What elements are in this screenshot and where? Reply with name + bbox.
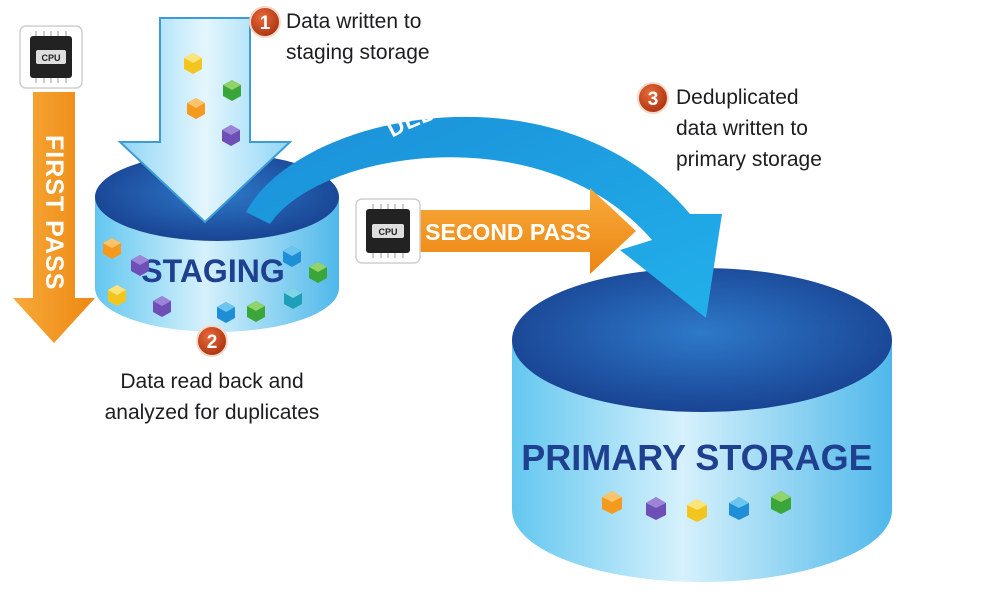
step-2-line-1: Data read back and (120, 370, 304, 393)
cpu-chip-second: CPU (355, 198, 421, 264)
step-badge-1: 1 (249, 6, 281, 38)
step-1-line-2: staging storage (286, 41, 430, 64)
step-3-line-1: Deduplicated (676, 86, 799, 109)
step-badge-1-number: 1 (260, 13, 271, 34)
step-3-line-3: primary storage (676, 148, 822, 171)
first-pass-label: FIRST PASS (40, 135, 68, 290)
step-3-line-2: data written to (676, 117, 808, 140)
step-1-description: Data written to staging storage (286, 6, 430, 68)
step-2-line-2: analyzed for duplicates (104, 401, 320, 424)
step-3-description: Deduplicated data written to primary sto… (676, 82, 822, 175)
primary-storage-cubes (602, 491, 791, 522)
write-in-arrow (117, 17, 293, 224)
second-pass-label: SECOND PASS (425, 219, 591, 245)
step-2-description: Data read back and analyzed for duplicat… (96, 366, 328, 428)
step-badge-2-number: 2 (207, 332, 218, 353)
first-pass-arrow: FIRST PASS (13, 92, 95, 343)
staging-label: STAGING (141, 253, 284, 289)
cpu-chip-second-label: CPU (378, 227, 397, 237)
primary-storage-cylinder: PRIMARY STORAGE (512, 268, 892, 582)
step-badge-3-number: 3 (648, 89, 659, 110)
second-pass-arrow: SECOND PASS (420, 188, 636, 274)
cpu-chip-top-label: CPU (41, 53, 60, 63)
step-badge-2: 2 (196, 325, 228, 357)
primary-storage-label: PRIMARY STORAGE (521, 437, 872, 478)
incoming-cubes (184, 53, 241, 146)
step-1-line-1: Data written to (286, 10, 422, 33)
staging-cubes (103, 238, 327, 323)
cpu-chip-top: CPU (19, 25, 83, 89)
step-badge-3: 3 (637, 82, 669, 114)
